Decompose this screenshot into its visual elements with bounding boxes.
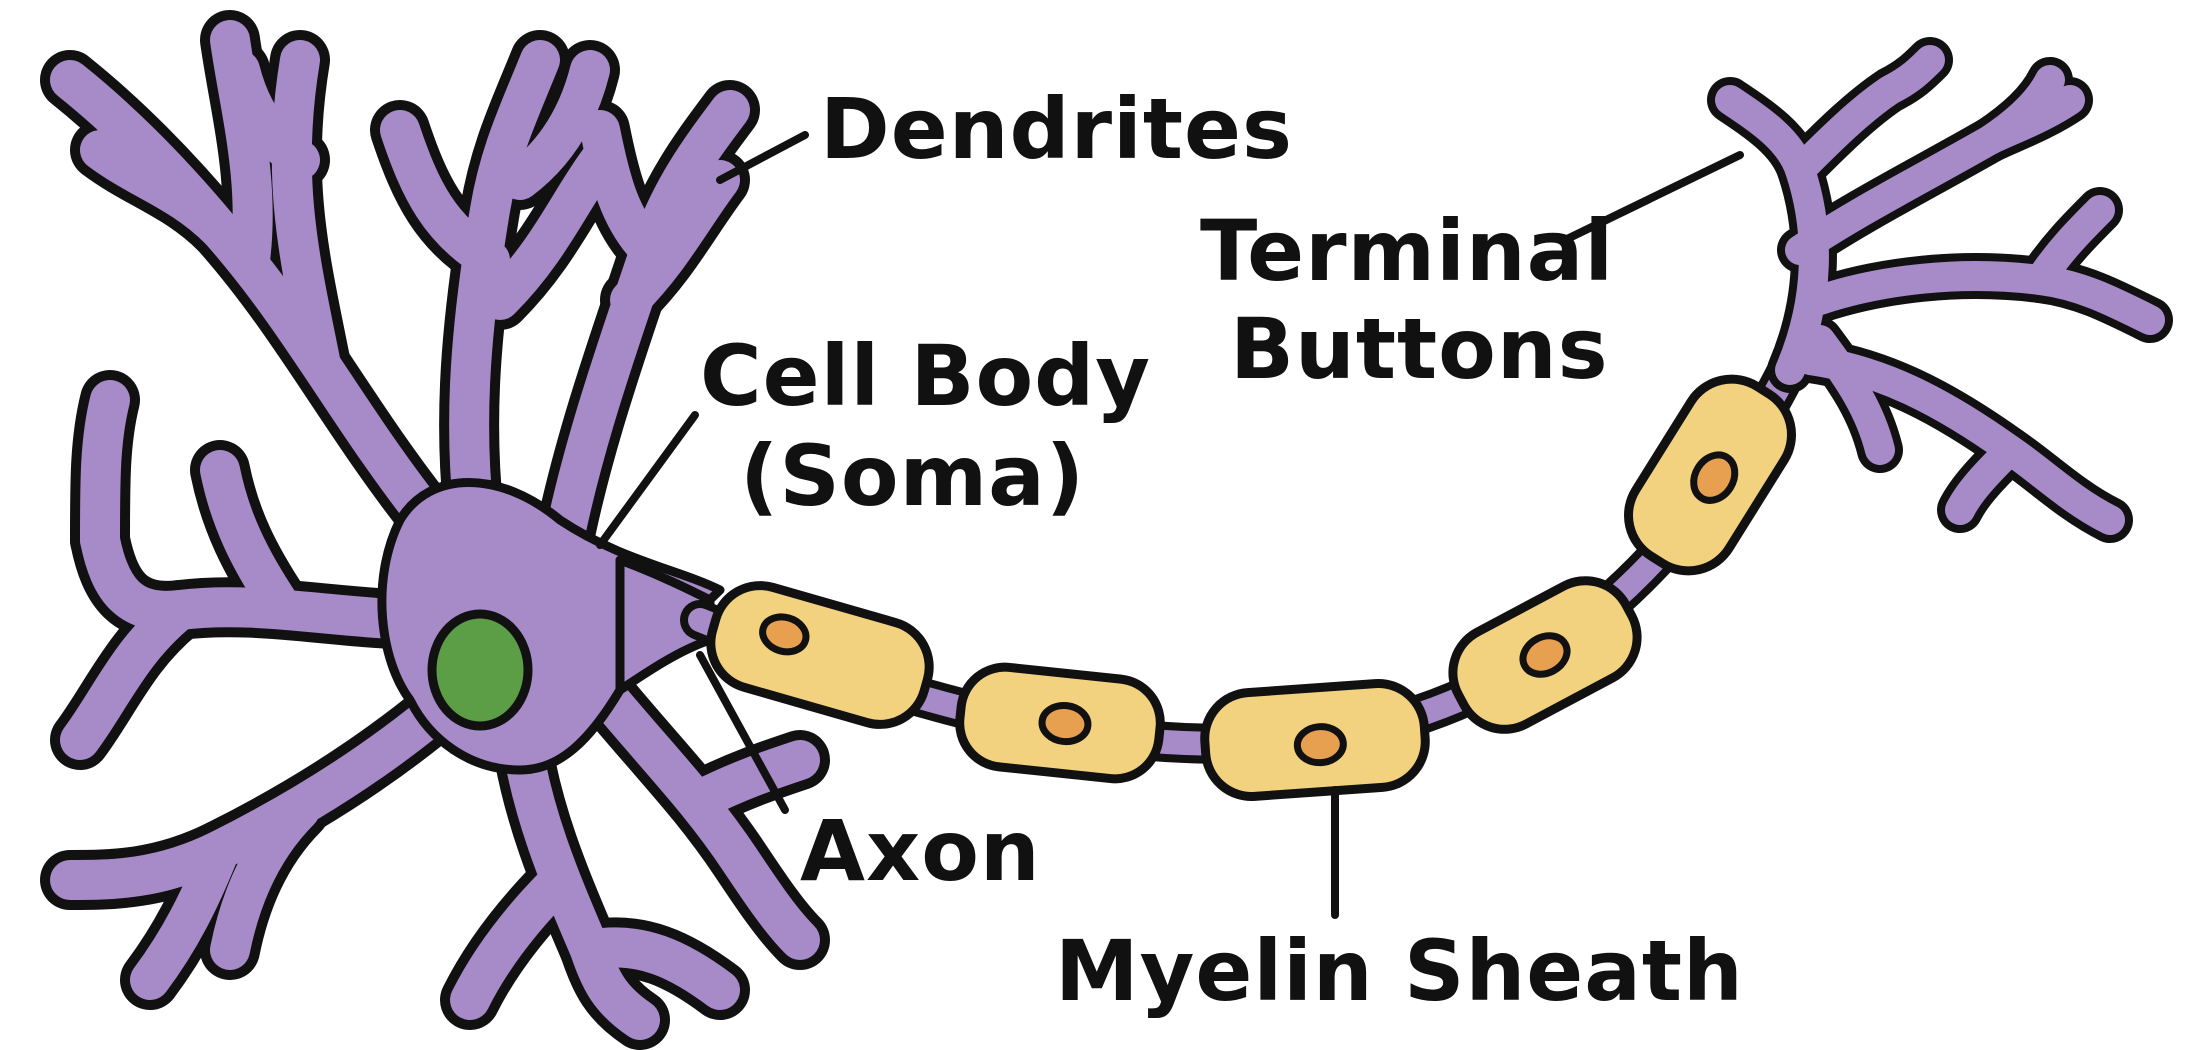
myelin-segment	[1624, 374, 1796, 576]
myelin-segment	[706, 581, 934, 729]
terminal-buttons-leader-line	[1561, 151, 1744, 244]
terminal-label: Terminal	[1200, 202, 1614, 300]
dendrites-label: Dendrites	[820, 80, 1293, 178]
myelin-segment	[955, 662, 1165, 784]
cell-body-leader-line	[596, 411, 699, 549]
dendrites-leader-line	[716, 131, 809, 184]
myelin-segment	[1200, 679, 1430, 801]
myelin-sheath-label: Myelin Sheath	[1055, 922, 1744, 1020]
dendrites	[40, 10, 830, 1050]
myelin-segment	[1448, 576, 1642, 734]
buttons-label: Buttons	[1230, 300, 1609, 398]
cell-body-label: Cell Body	[700, 327, 1151, 425]
axon-leader-line	[696, 651, 789, 814]
myelin-sheath	[706, 374, 1796, 801]
nucleus	[427, 609, 533, 731]
soma-label: (Soma)	[740, 427, 1085, 525]
axon-label: Axon	[800, 802, 1041, 900]
terminal-buttons	[1707, 37, 2173, 543]
